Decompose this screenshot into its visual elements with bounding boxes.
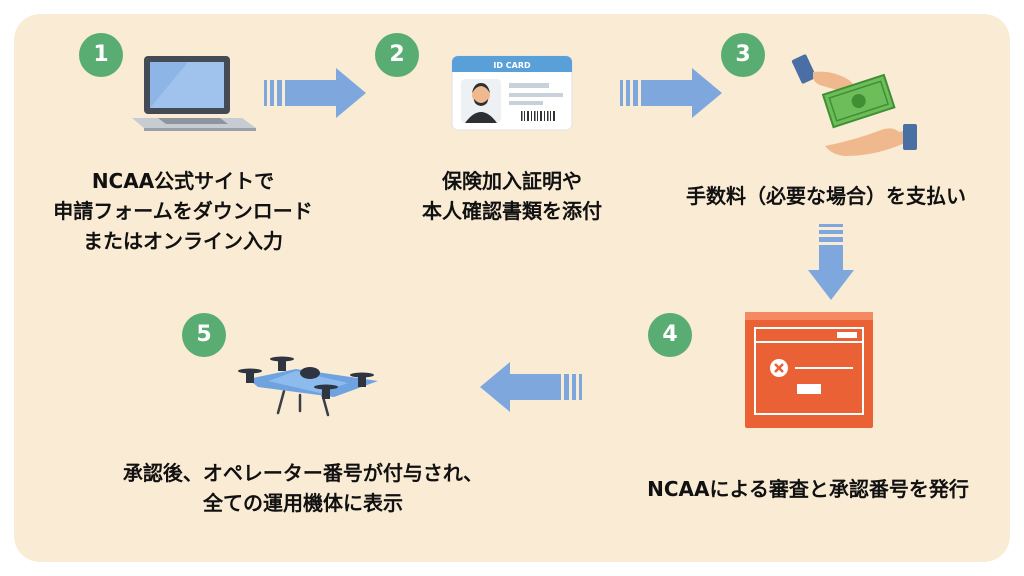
arrow-2-to-3: [620, 68, 722, 118]
step-1-badge: 1: [79, 33, 123, 77]
id-card-icon: ID CARD: [451, 55, 573, 131]
drone-icon: [238, 356, 378, 417]
arrow-3-to-4: [808, 224, 854, 300]
step-4-line-1: NCAAによる審査と承認番号を発行: [647, 477, 969, 501]
step-1-line-3: またはオンライン入力: [83, 229, 283, 253]
step-2-badge: 2: [375, 33, 419, 77]
step-2-line-1: 保険加入証明や: [442, 169, 582, 193]
step-5-badge: 5: [182, 313, 226, 357]
step-4-badge: 4: [648, 313, 692, 357]
step-1-line-2: 申請フォームをダウンロード: [53, 199, 313, 223]
step-3-badge: 3: [721, 33, 765, 77]
step-2-label: 保険加入証明や 本人確認書類を添付: [372, 166, 652, 226]
step-1-line-1: NCAA公式サイトで: [91, 169, 275, 193]
step-3-line-1: 手数料（必要な場合）を支払い: [686, 184, 966, 208]
step-3-label: 手数料（必要な場合）を支払い: [650, 181, 1002, 211]
id-card-label: ID CARD: [493, 61, 531, 70]
payment-hands-icon: [791, 54, 917, 156]
step-2-line-2: 本人確認書類を添付: [422, 199, 602, 223]
arrow-1-to-2: [264, 68, 366, 118]
step-1-label: NCAA公式サイトで 申請フォームをダウンロード またはオンライン入力: [28, 166, 338, 256]
review-window-icon: [745, 312, 873, 428]
step-5-label: 承認後、オペレーター番号が付与され、 全ての運用機体に表示: [88, 458, 518, 518]
step-4-label: NCAAによる審査と承認番号を発行: [618, 474, 998, 504]
arrow-4-to-5: [480, 362, 582, 412]
step-5-line-1: 承認後、オペレーター番号が付与され、: [122, 461, 484, 485]
laptop-icon: [132, 56, 256, 131]
step-5-line-2: 全ての運用機体に表示: [203, 491, 403, 515]
